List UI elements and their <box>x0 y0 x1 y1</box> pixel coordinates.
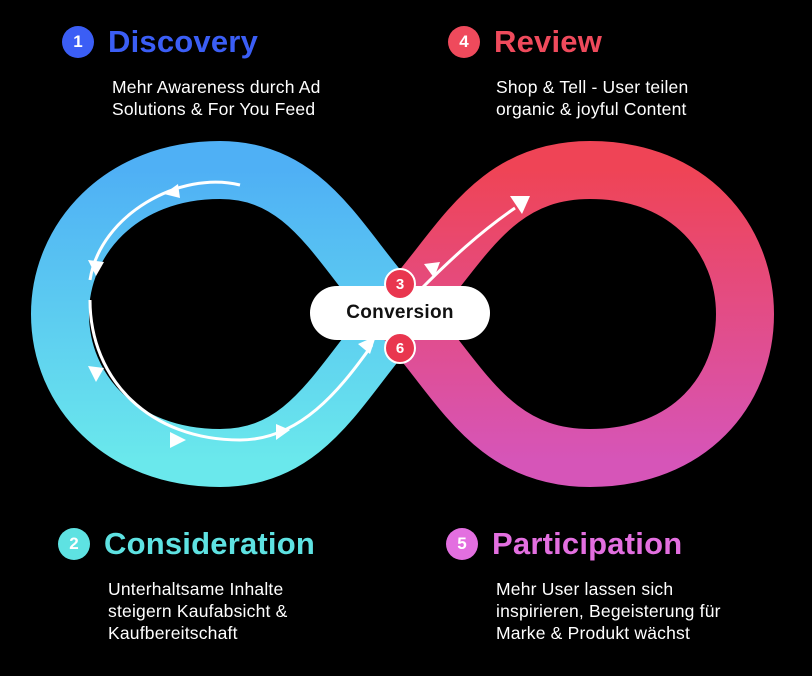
stage-review-title: Review <box>494 24 603 59</box>
stage-discovery-title: Discovery <box>108 24 259 59</box>
conversion-badge-top: 3 <box>384 268 416 300</box>
stage-discovery-number-badge: 1 <box>62 26 94 58</box>
stage-review-description: Shop & Tell - User teilen organic & joyf… <box>496 76 781 120</box>
arrow-left-mid-1 <box>88 260 104 276</box>
stage-participation-header: 5 Participation <box>446 526 796 562</box>
flow-line-left-top <box>88 180 241 281</box>
stage-participation-number-badge: 5 <box>446 528 478 560</box>
stage-participation-title: Participation <box>492 526 683 561</box>
stage-discovery-description: Mehr Awareness durch Ad Solutions & For … <box>112 76 397 120</box>
stage-discovery-desc-line-1: Mehr Awareness durch Ad <box>112 77 321 97</box>
stage-review: 4 Review Shop & Tell - User teilen organ… <box>448 24 781 120</box>
stage-discovery-header: 1 Discovery <box>62 24 397 60</box>
stage-participation-desc-line-1: Mehr User lassen sich <box>496 579 674 599</box>
stage-consideration-title: Consideration <box>104 526 316 561</box>
stage-discovery-desc-line-2: Solutions & For You Feed <box>112 99 316 119</box>
stage-review-desc-line-2: organic & joyful Content <box>496 99 687 119</box>
stage-consideration-header: 2 Consideration <box>58 526 393 562</box>
loop-right-lobe <box>371 140 775 488</box>
stage-consideration: 2 Consideration Unterhaltsame Inhalte st… <box>58 526 393 644</box>
conversion-badge-bottom: 6 <box>384 332 416 364</box>
stage-consideration-description: Unterhaltsame Inhalte steigern Kaufabsic… <box>108 578 393 644</box>
arrow-left-bottom-1 <box>170 432 186 448</box>
stage-consideration-number-badge: 2 <box>58 528 90 560</box>
conversion-label: Conversion <box>346 302 454 323</box>
stage-participation: 5 Participation Mehr User lassen sich in… <box>446 526 796 644</box>
stage-review-header: 4 Review <box>448 24 781 60</box>
stage-consideration-desc-line-1: Unterhaltsame Inhalte <box>108 579 284 599</box>
stage-review-number-badge: 4 <box>448 26 480 58</box>
stage-discovery: 1 Discovery Mehr Awareness durch Ad Solu… <box>62 24 397 120</box>
flow-line-right <box>418 206 516 292</box>
stage-participation-description: Mehr User lassen sich inspirieren, Begei… <box>496 578 796 644</box>
arrow-left-top <box>164 184 180 198</box>
arrow-left-mid-2 <box>88 366 104 382</box>
stage-consideration-desc-line-2: steigern Kaufabsicht & <box>108 601 288 621</box>
stage-participation-desc-line-3: Marke & Produkt wächst <box>496 623 691 643</box>
arrow-right-top <box>510 196 530 214</box>
flow-line-left-bottom <box>88 299 374 442</box>
stage-participation-desc-line-2: inspirieren, Begeisterung für <box>496 601 721 621</box>
stage-review-desc-line-1: Shop & Tell - User teilen <box>496 77 689 97</box>
loop-left-lobe <box>30 140 429 488</box>
arrow-right-low <box>424 262 440 278</box>
arrow-left-bottom-2 <box>276 424 290 440</box>
stage-consideration-desc-line-3: Kaufbereitschaft <box>108 623 238 643</box>
arrow-center-left <box>358 336 376 354</box>
